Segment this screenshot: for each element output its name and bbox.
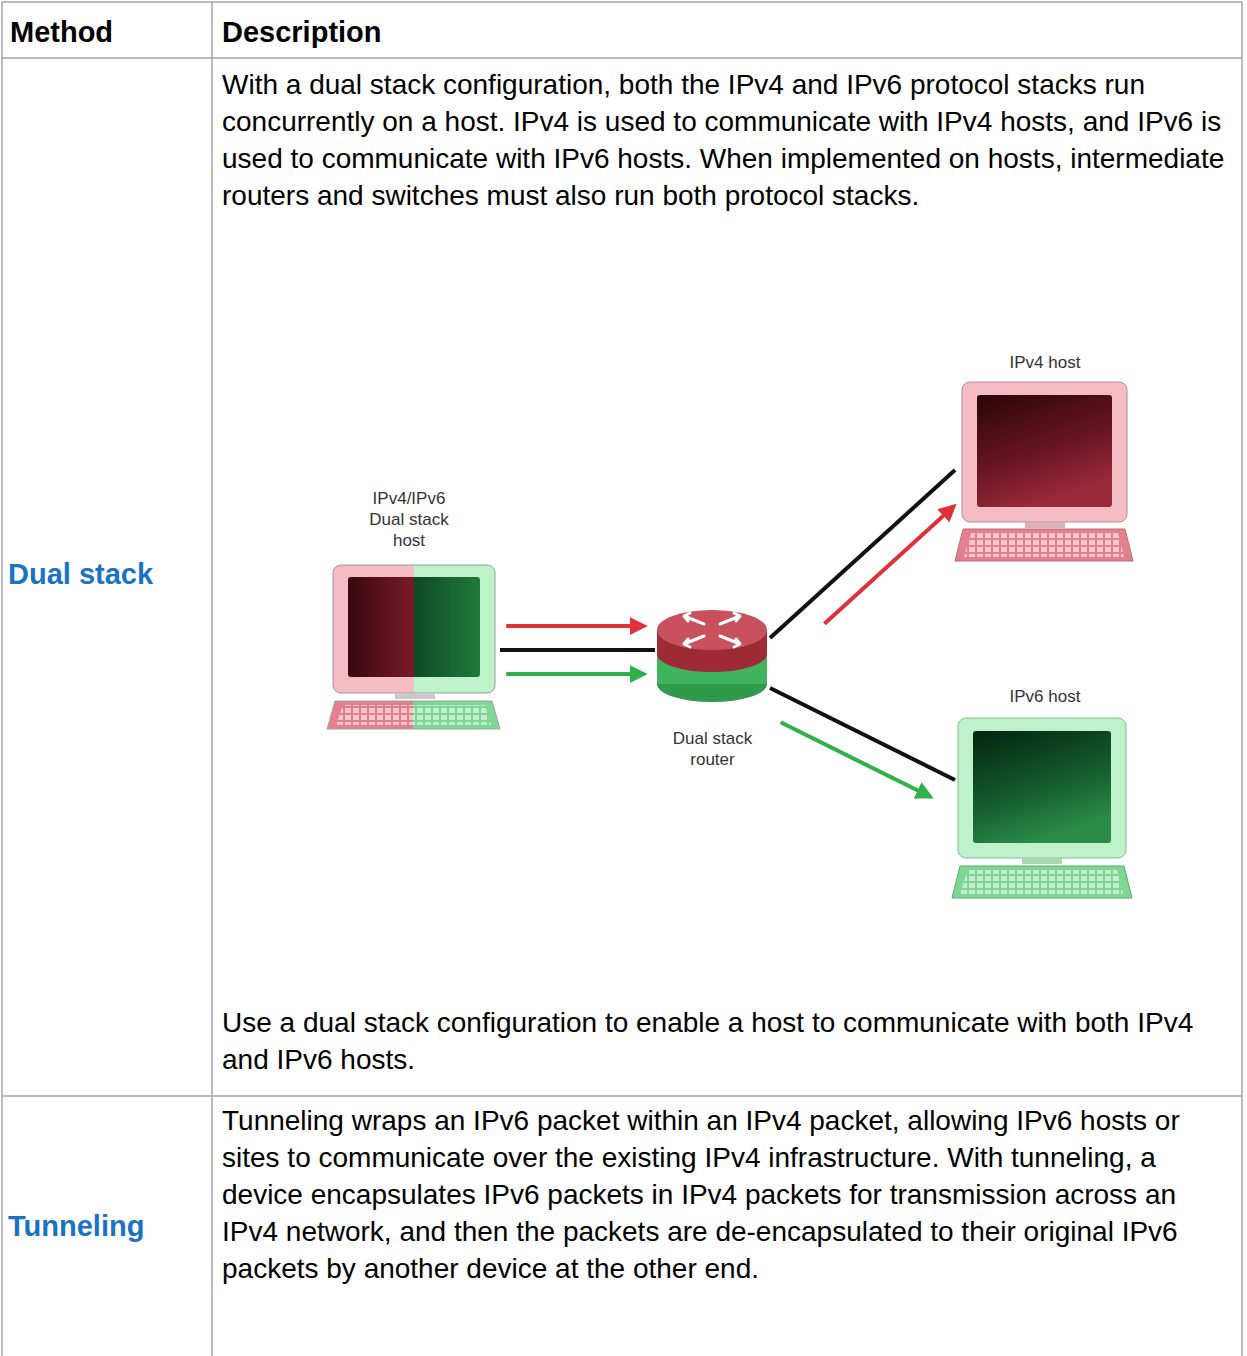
link-line [500, 648, 655, 652]
device-label: IPv4 host [1010, 352, 1081, 373]
dual-stack-computer [327, 565, 500, 729]
ipv6-host: IPv6 host [955, 686, 1135, 904]
network-link [500, 626, 655, 674]
traffic-arrow [506, 672, 644, 676]
ipv4-computer [955, 382, 1133, 561]
dual-stack-router: Dual stack router [655, 605, 770, 770]
description-text: Tunneling wraps an IPv6 packet within an… [222, 1102, 1234, 1287]
method-name: Dual stack [8, 556, 208, 592]
router-symbol [657, 610, 767, 702]
device-label: IPv6 host [1010, 686, 1081, 707]
description-text: With a dual stack configuration, both th… [222, 66, 1234, 214]
header-cell: Method [10, 14, 205, 50]
link-line [770, 470, 955, 638]
description-text: Use a dual stack configuration to enable… [222, 1004, 1234, 1078]
method-name: Tunneling [8, 1208, 208, 1244]
traffic-arrow [506, 624, 644, 628]
header-cell: Description [222, 14, 1222, 50]
network-link [770, 688, 955, 797]
link-line [770, 688, 955, 780]
dual-stack-host: IPv4/IPv6 Dual stack host [318, 488, 500, 703]
traffic-arrow [824, 506, 954, 624]
ipv4-host: IPv4 host [955, 352, 1135, 564]
device-label: Dual stack router [663, 728, 763, 770]
ipv6-computer [952, 718, 1132, 898]
device-label: IPv4/IPv6 Dual stack host [359, 488, 459, 551]
network-link [770, 470, 955, 638]
traffic-arrow [781, 722, 931, 796]
